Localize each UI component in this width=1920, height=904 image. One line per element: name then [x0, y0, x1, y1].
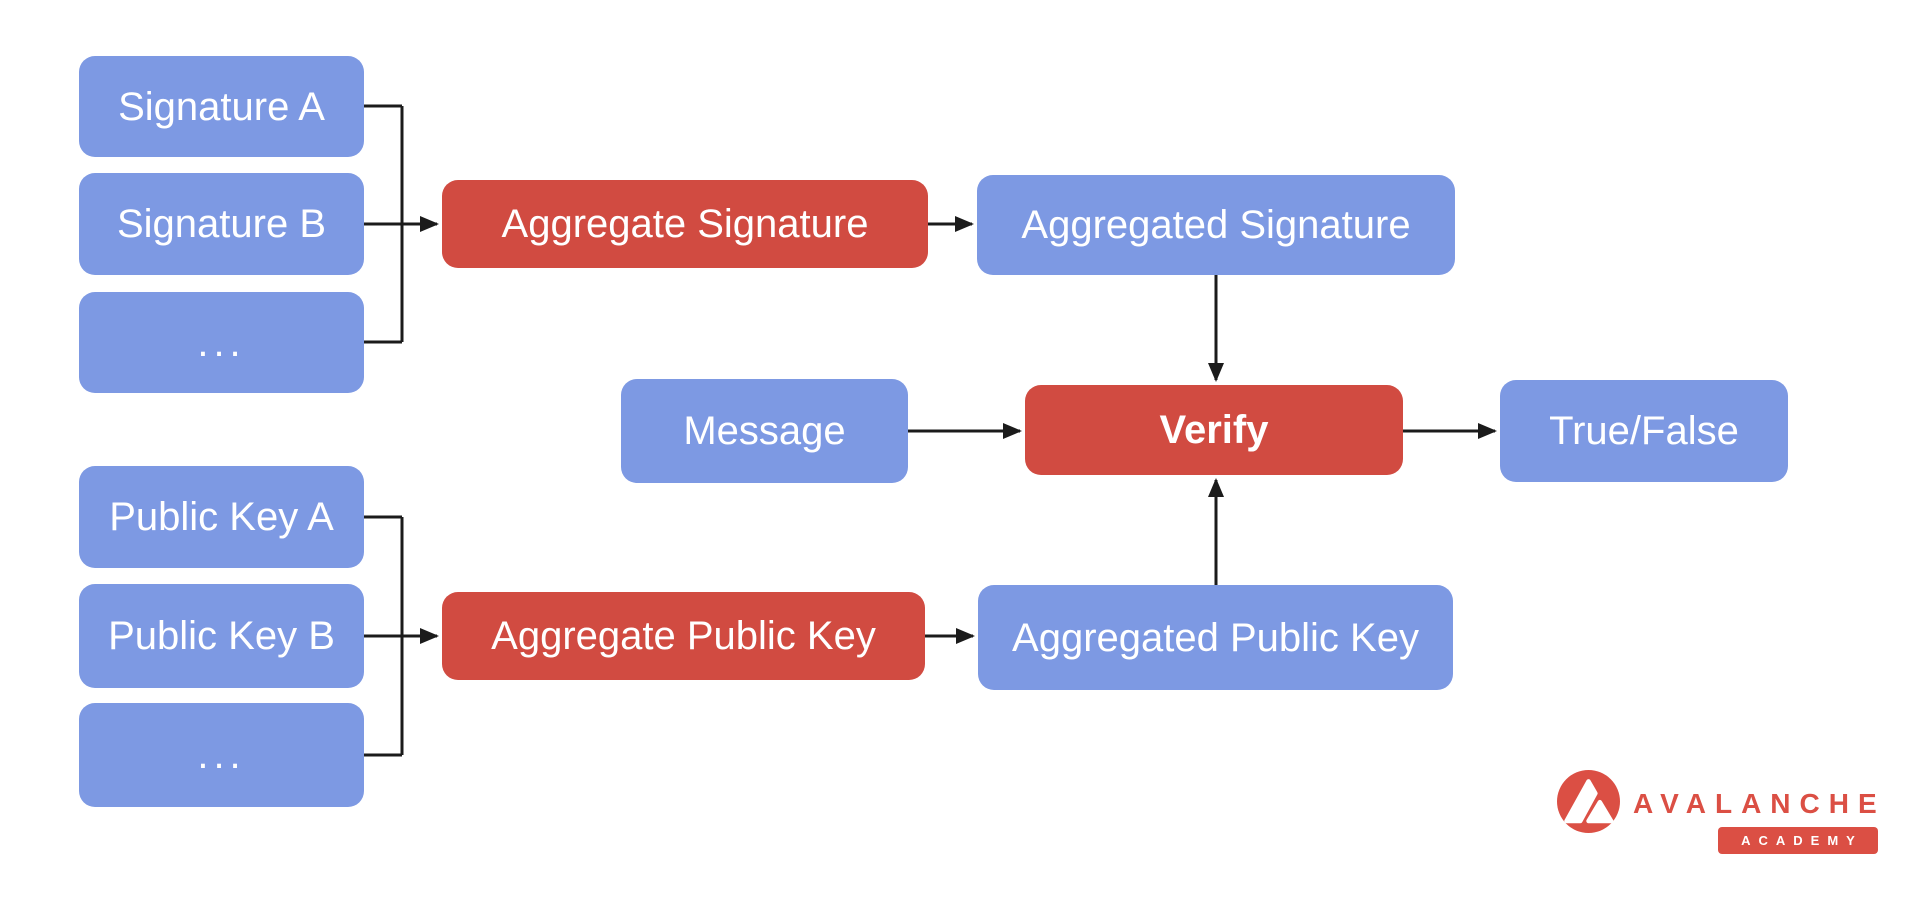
node-signature-more: ... — [79, 292, 364, 393]
academy-badge: ACADEMY — [1718, 827, 1878, 854]
node-signature-a: Signature A — [79, 56, 364, 157]
node-aggregated-signature: Aggregated Signature — [977, 175, 1455, 275]
avalanche-brand-wordmark: AVALANCHE — [1633, 788, 1886, 819]
avalanche-logo-icon — [1557, 770, 1620, 833]
node-public-key-b: Public Key B — [79, 584, 364, 688]
node-true-false: True/False — [1500, 380, 1788, 482]
node-message: Message — [621, 379, 908, 483]
node-verify: Verify — [1025, 385, 1403, 475]
node-aggregate-public-key: Aggregate Public Key — [442, 592, 925, 680]
node-public-key-more: ... — [79, 703, 364, 807]
avalanche-academy-logo: AVALANCHE ACADEMY — [1556, 768, 1886, 864]
node-aggregated-public-key: Aggregated Public Key — [978, 585, 1453, 690]
node-public-key-a: Public Key A — [79, 466, 364, 568]
node-signature-b: Signature B — [79, 173, 364, 275]
node-aggregate-signature: Aggregate Signature — [442, 180, 928, 268]
